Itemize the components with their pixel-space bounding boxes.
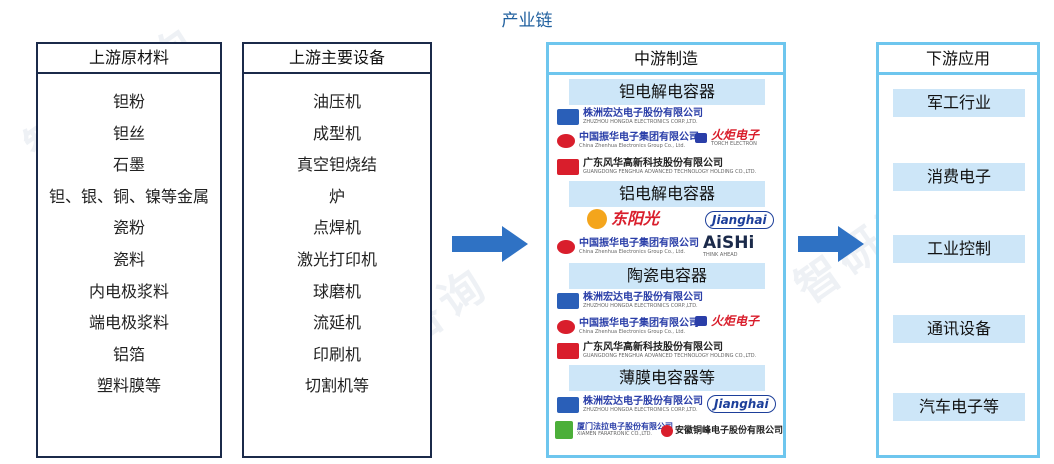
- midstream-column: 中游制造 钽电解电容器 株洲宏达电子股份有限公司 ZHUZHOU HONGDA …: [546, 42, 786, 458]
- logo-fenghua: 广东风华高新科技股份有限公司 GUANGDONG FENGHUA ADVANCE…: [557, 159, 756, 175]
- material-item: 瓷粉: [112, 218, 145, 238]
- material-item: 钽、银、铜、镍等金属: [48, 186, 209, 206]
- equipment-item: 点焊机: [312, 218, 361, 238]
- zhenhua-logo-icon: [557, 134, 575, 148]
- equipment-item: 炉: [328, 186, 345, 206]
- material-item: 铝箔: [112, 344, 145, 364]
- category-film-capacitor: 薄膜电容器等: [569, 365, 765, 391]
- huoju-logo-icon: [695, 316, 707, 326]
- equipment-item: 成型机: [312, 123, 361, 143]
- logo-fenghua-2: 广东风华高新科技股份有限公司 GUANGDONG FENGHUA ADVANCE…: [557, 343, 756, 359]
- tongfeng-logo-icon: [661, 425, 673, 437]
- upstream-equipment-column: 上游主要设备 油压机 成型机 真空钽烧结 炉 点焊机 激光打印机 球磨机 流延机…: [242, 42, 432, 458]
- logo-huoju-2: 火炬电子: [695, 315, 759, 327]
- logo-jianghai-1: Jianghai: [705, 211, 774, 229]
- application-military: 军工行业: [893, 89, 1025, 117]
- downstream-header: 下游应用: [879, 45, 1037, 75]
- hongda-logo-icon: [557, 293, 579, 309]
- page-title: 产业链: [501, 11, 553, 31]
- category-tantalum-capacitor: 钽电解电容器: [569, 79, 765, 105]
- equipment-item: 油压机: [312, 92, 361, 111]
- fenghua-logo-icon: [557, 159, 579, 175]
- fenghua-logo-icon: [557, 343, 579, 359]
- equipment-item: 流延机: [312, 313, 361, 333]
- logo-aishi: AiSHi THINK AHEAD: [703, 233, 755, 258]
- equipment-item: 球磨机: [312, 281, 361, 301]
- hongda-logo-icon: [557, 109, 579, 125]
- logo-huoju: 火炬电子 TORCH ELECTRON: [695, 129, 759, 147]
- flow-arrow-icon: [452, 226, 528, 262]
- material-item: 端电极浆料: [88, 313, 169, 333]
- application-consumer-electronics: 消费电子: [893, 163, 1025, 191]
- equipment-item: 激光打印机: [296, 249, 377, 269]
- logo-hongda: 株洲宏达电子股份有限公司 ZHUZHOU HONGDA ELECTRONICS …: [557, 109, 703, 125]
- logo-jianghai-2: Jianghai: [707, 395, 776, 413]
- dongyangguang-logo-icon: [587, 209, 607, 229]
- hongda-logo-icon: [557, 397, 579, 413]
- equipment-item: 印刷机: [312, 344, 361, 364]
- material-item: 钽丝: [112, 123, 145, 143]
- midstream-header: 中游制造: [549, 45, 783, 75]
- equipment-item: 真空钽烧结: [296, 155, 377, 175]
- faratronic-logo-icon: [555, 421, 573, 439]
- upstream-materials-header: 上游原材料: [38, 44, 220, 74]
- application-industrial-control: 工业控制: [893, 235, 1025, 263]
- material-item: 内电极浆料: [88, 281, 169, 301]
- material-item: 钽粉: [112, 92, 145, 111]
- material-item: 瓷料: [112, 249, 145, 269]
- logo-faratronic: 厦门法拉电子股份有限公司 XIAMEN FARATRONIC CO.,LTD.: [555, 421, 673, 439]
- upstream-materials-column: 上游原材料 钽粉 钽丝 石墨 钽、银、铜、镍等金属 瓷粉 瓷料 内电极浆料 端电…: [36, 42, 222, 458]
- category-aluminum-capacitor: 铝电解电容器: [569, 181, 765, 207]
- zhenhua-logo-icon: [557, 320, 575, 334]
- material-item: 塑料膜等: [96, 376, 161, 396]
- category-ceramic-capacitor: 陶瓷电容器: [569, 263, 765, 289]
- downstream-column: 下游应用 军工行业 消费电子 工业控制 通讯设备 汽车电子等: [876, 42, 1040, 458]
- huoju-logo-icon: [695, 133, 707, 143]
- logo-zhenhua-2: 中国振华电子集团有限公司 China Zhenhua Electronics G…: [557, 239, 699, 255]
- flow-arrow-icon: [798, 226, 864, 262]
- upstream-equipment-header: 上游主要设备: [244, 44, 430, 74]
- logo-hongda-2: 株洲宏达电子股份有限公司 ZHUZHOU HONGDA ELECTRONICS …: [557, 293, 703, 309]
- zhenhua-logo-icon: [557, 240, 575, 254]
- logo-tongfeng: 安徽铜峰电子股份有限公司: [661, 425, 783, 437]
- logo-zhenhua-3: 中国振华电子集团有限公司 China Zhenhua Electronics G…: [557, 319, 699, 335]
- application-automotive: 汽车电子等: [893, 393, 1025, 421]
- application-communication: 通讯设备: [893, 315, 1025, 343]
- logo-hongda-3: 株洲宏达电子股份有限公司 ZHUZHOU HONGDA ELECTRONICS …: [557, 397, 703, 413]
- material-item: 石墨: [112, 155, 145, 175]
- logo-zhenhua: 中国振华电子集团有限公司 China Zhenhua Electronics G…: [557, 133, 699, 149]
- logo-dongyangguang: 东阳光: [587, 209, 659, 229]
- equipment-item: 切割机等: [304, 376, 369, 396]
